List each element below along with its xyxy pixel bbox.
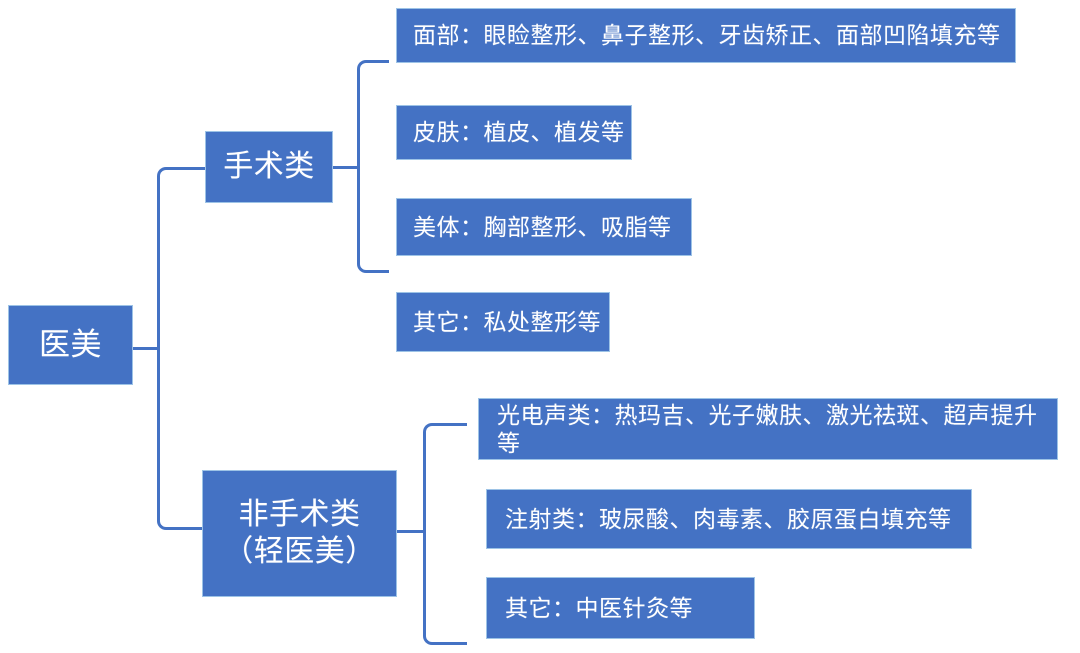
connector-root-bracket <box>157 167 205 530</box>
node-leaf-body-label: 美体：胸部整形、吸脂等 <box>413 213 672 240</box>
node-leaf-photoelectric-acoustic-label: 光电声类：热玛吉、光子嫩肤、激光祛斑、超声提升等 <box>497 401 1038 456</box>
node-leaf-other-non-surgical-label: 其它：中医针灸等 <box>505 594 693 621</box>
connector-surgical-bracket <box>357 60 389 273</box>
node-leaf-other-surgical[interactable]: 其它：私处整形等 <box>396 292 610 352</box>
connector-root-stub <box>133 347 159 350</box>
node-branch-non-surgical-label: 非手术类 （轻医美） <box>223 497 376 568</box>
node-leaf-body[interactable]: 美体：胸部整形、吸脂等 <box>396 198 692 256</box>
node-root-medical-aesthetics[interactable]: 医美 <box>8 305 133 385</box>
node-leaf-injection[interactable]: 注射类：玻尿酸、肉毒素、胶原蛋白填充等 <box>486 489 972 549</box>
node-leaf-face[interactable]: 面部：眼睑整形、鼻子整形、牙齿矫正、面部凹陷填充等 <box>396 8 1016 63</box>
connector-non-surgical-stub <box>397 530 425 533</box>
connector-non-surgical-bracket <box>423 423 467 645</box>
node-leaf-face-label: 面部：眼睑整形、鼻子整形、牙齿矫正、面部凹陷填充等 <box>413 22 1001 49</box>
node-branch-non-surgical[interactable]: 非手术类 （轻医美） <box>202 470 397 597</box>
connector-surgical-stub <box>333 166 359 169</box>
node-branch-surgical-label: 手术类 <box>223 149 315 183</box>
node-leaf-other-surgical-label: 其它：私处整形等 <box>413 308 601 335</box>
node-leaf-injection-label: 注射类：玻尿酸、肉毒素、胶原蛋白填充等 <box>505 505 952 532</box>
node-leaf-other-non-surgical[interactable]: 其它：中医针灸等 <box>486 577 755 639</box>
node-root-label: 医美 <box>39 327 102 363</box>
node-leaf-skin-label: 皮肤：植皮、植发等 <box>413 119 625 146</box>
node-leaf-skin[interactable]: 皮肤：植皮、植发等 <box>396 105 632 160</box>
node-branch-surgical[interactable]: 手术类 <box>205 131 333 203</box>
node-leaf-photoelectric-acoustic[interactable]: 光电声类：热玛吉、光子嫩肤、激光祛斑、超声提升等 <box>478 398 1058 460</box>
